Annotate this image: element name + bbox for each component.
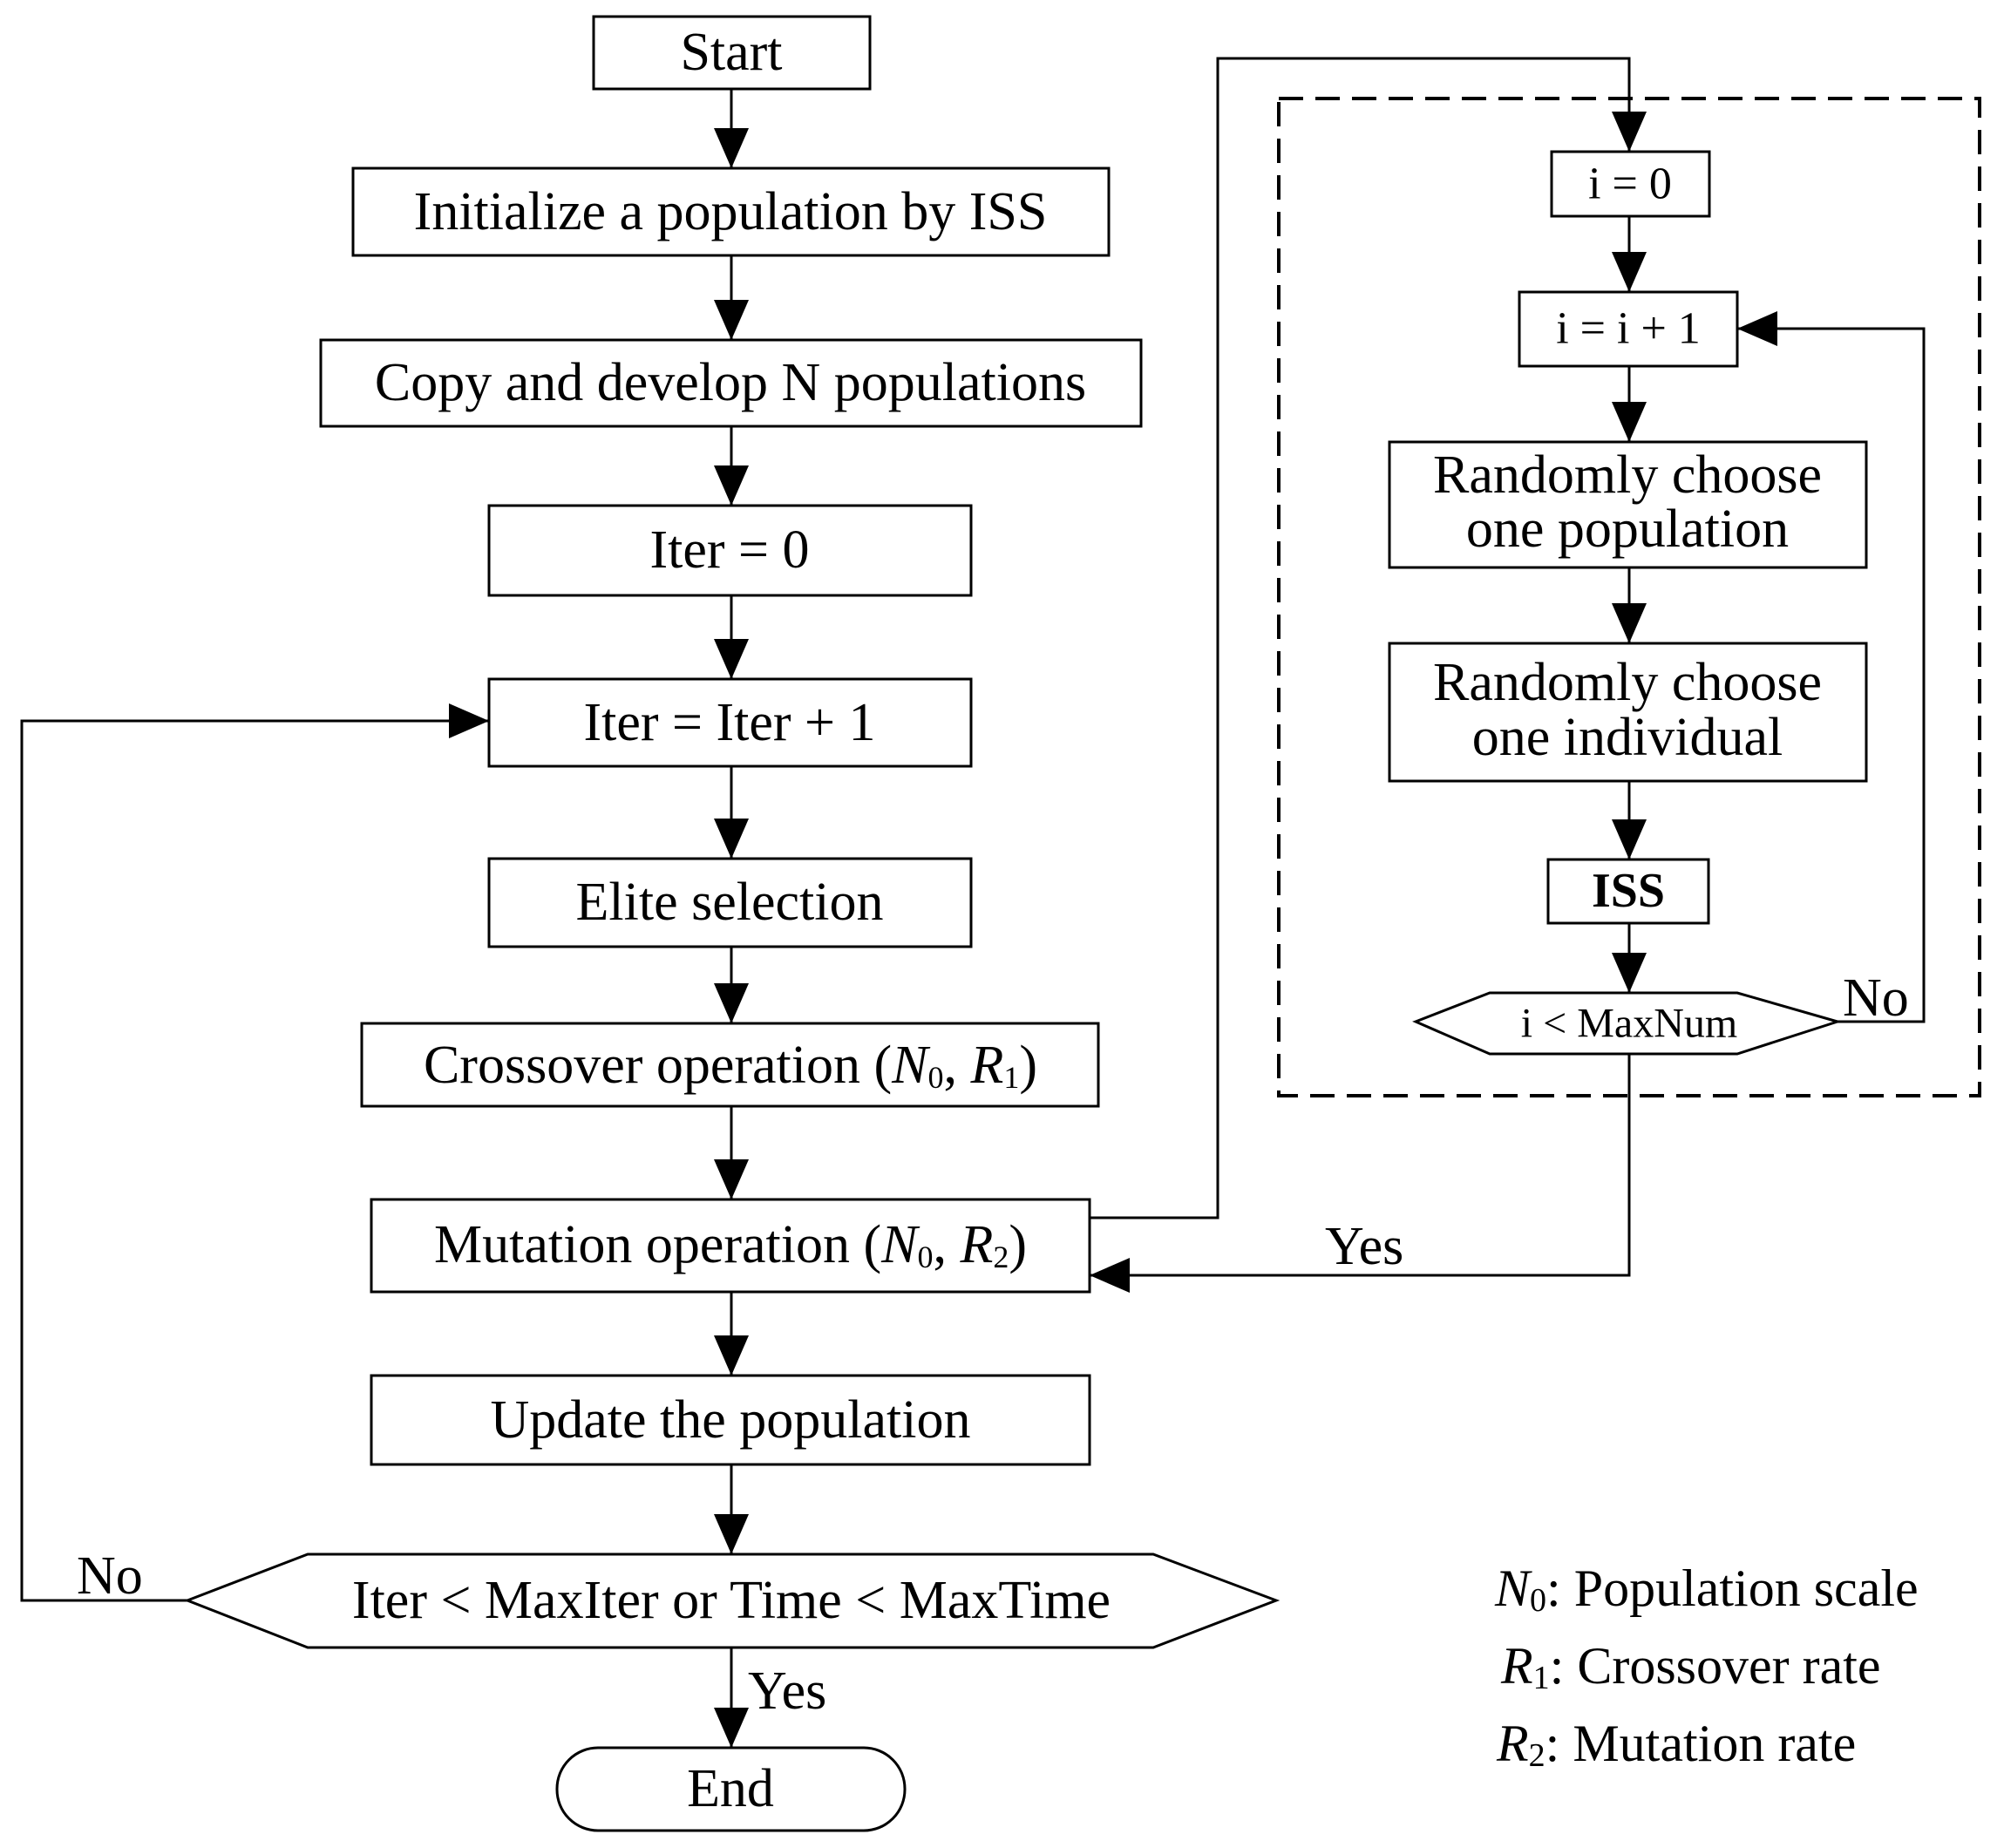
crossover-label: Crossover operation (N0, R1): [424, 1036, 1037, 1095]
init-population-label: Initialize a population by ISS: [414, 182, 1048, 241]
main-no-loop-line: [20, 703, 489, 1602]
legend-item: N0: Population scale: [1494, 1559, 1919, 1619]
mutation-node: Mutation operation (N0, R2): [370, 1198, 1091, 1294]
legend-item: R1: Crossover rate: [1500, 1637, 1881, 1696]
inner-yes-line: [1090, 1054, 1631, 1293]
main-condition-label: Iter < MaxIter or Time < MaxTime: [352, 1571, 1111, 1630]
start-node: Start: [592, 15, 872, 91]
i-zero-label: i = 0: [1588, 160, 1672, 209]
iter-zero-label: Iter = 0: [649, 520, 809, 580]
legend-item: R2: Mutation rate: [1496, 1715, 1856, 1774]
start-label: Start: [680, 23, 782, 82]
end-node: End: [555, 1746, 907, 1832]
main-no-label: No: [77, 1546, 143, 1606]
inner-condition-label: i < MaxNum: [1521, 1001, 1737, 1047]
inner-yes-label: Yes: [1325, 1217, 1403, 1276]
choose-population-label-1: Randomly choose: [1433, 445, 1822, 505]
update-population-label: Update the population: [491, 1390, 971, 1450]
iter-zero-node: Iter = 0: [487, 504, 973, 597]
choose-individual-label-1: Randomly choose: [1433, 653, 1822, 712]
iss-label: ISS: [1592, 864, 1665, 918]
inner-no-label: No: [1843, 968, 1909, 1028]
copy-populations-label: Copy and develop N populations: [375, 353, 1086, 412]
init-population-node: Initialize a population by ISS: [351, 166, 1111, 257]
legend: N0: Population scale R1: Crossover rate …: [1494, 1559, 1919, 1774]
iss-node: ISS: [1546, 858, 1710, 925]
copy-populations-node: Copy and develop N populations: [319, 338, 1143, 428]
inner-condition-node: i < MaxNum: [1412, 991, 1843, 1056]
choose-individual-label-2: one individual: [1472, 708, 1783, 767]
choose-population-label-2: one population: [1466, 499, 1789, 559]
main-yes-label: Yes: [748, 1661, 826, 1721]
i-increment-node: i = i + 1: [1518, 290, 1739, 368]
to-inner-block-line: [1090, 57, 1647, 1220]
iter-increment-label: Iter = Iter + 1: [583, 693, 875, 752]
main-condition-node: Iter < MaxIter or Time < MaxTime: [183, 1552, 1281, 1649]
update-population-node: Update the population: [370, 1374, 1091, 1466]
end-label: End: [687, 1759, 774, 1818]
iter-increment-node: Iter = Iter + 1: [487, 677, 973, 768]
mutation-label: Mutation operation (N0, R2): [434, 1215, 1027, 1274]
i-zero-node: i = 0: [1550, 150, 1711, 218]
crossover-node: Crossover operation (N0, R1): [360, 1022, 1100, 1108]
i-increment-label: i = i + 1: [1556, 304, 1701, 354]
elite-selection-node: Elite selection: [487, 857, 973, 948]
inner-no-loop-line: [1737, 311, 1926, 1023]
choose-population-node: Randomly choose one population: [1388, 440, 1868, 569]
elite-selection-label: Elite selection: [576, 873, 884, 932]
choose-individual-node: Randomly choose one individual: [1388, 642, 1868, 783]
